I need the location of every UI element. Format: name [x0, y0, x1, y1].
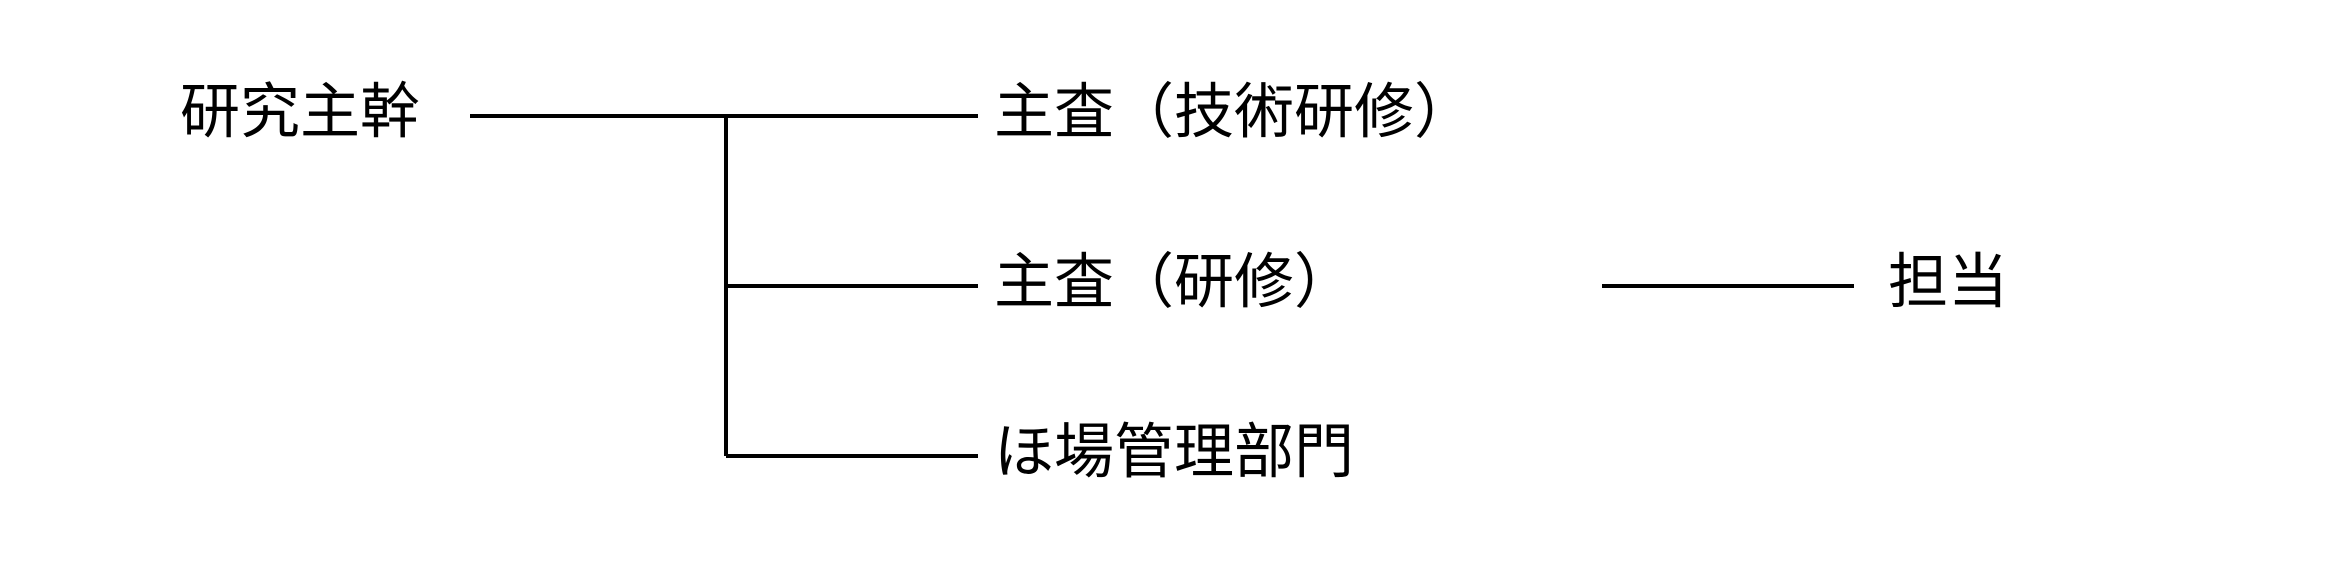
node-chief-inspector-training: 主査（研修） — [994, 248, 1354, 318]
node-chief-inspector-technical-training: 主査（技術研修） — [994, 78, 1474, 148]
node-root-research-director: 研究主幹 — [180, 78, 420, 148]
node-field-management-division: ほ場管理部門 — [994, 418, 1354, 488]
node-staff-in-charge: 担当 — [1888, 248, 2008, 318]
